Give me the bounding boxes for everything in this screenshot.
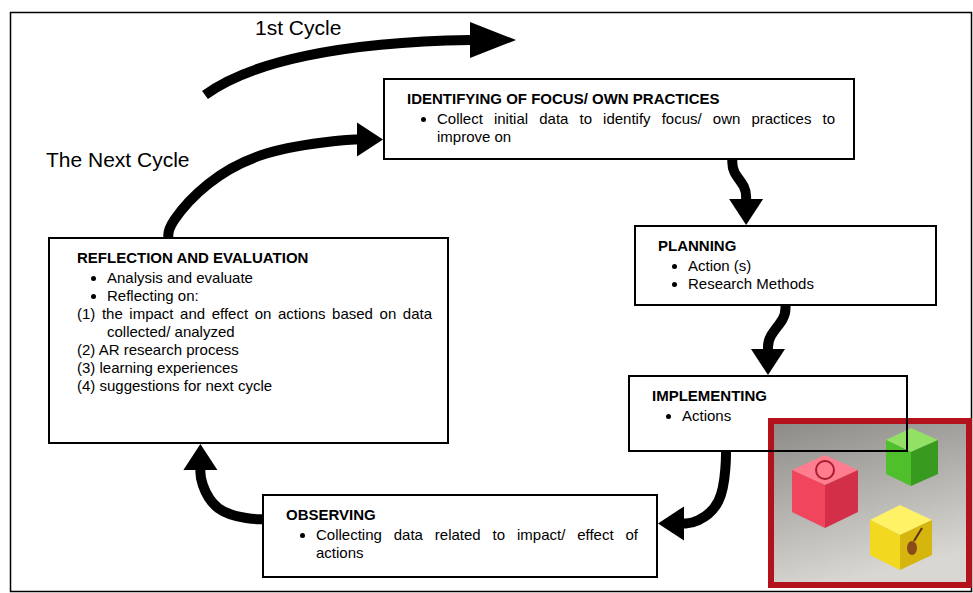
- photo-frame: [771, 421, 969, 585]
- box-heading: OBSERVING: [286, 506, 638, 524]
- smiley-symbol: [816, 461, 834, 479]
- process-box: REFLECTION AND EVALUATION Analysis and ev…: [48, 237, 449, 444]
- yellow-cube: [870, 505, 932, 570]
- box-heading: IDENTIFYING OF FOCUS/ OWN PRACTICES: [407, 90, 835, 108]
- cube-face: [792, 470, 825, 528]
- outer-frame: [11, 13, 972, 592]
- process-box: PLANNING Action (s)Research Methods: [634, 225, 937, 306]
- arrow-head: [729, 199, 763, 225]
- arrow-head: [470, 22, 516, 58]
- numbered-item: (2) AR research process: [77, 341, 432, 359]
- cycle-label: The Next Cycle: [46, 148, 190, 172]
- pink-cube: [792, 455, 858, 528]
- guitar-symbol: [907, 541, 917, 555]
- bullet-item: Collect initial data to identify focus/ …: [437, 110, 835, 146]
- dice-photo: [771, 421, 969, 585]
- cycle-arrow: [658, 452, 726, 540]
- cycle-arrow: [729, 160, 763, 225]
- bullet-item: Collecting data related to impact/ effec…: [316, 526, 638, 562]
- numbered-item: (3) learning experiences: [77, 359, 432, 377]
- green-cube: [886, 428, 938, 486]
- arrow-head: [658, 506, 684, 540]
- cube-face: [911, 440, 938, 486]
- bullet-item: Research Methods: [688, 275, 917, 293]
- box-heading: IMPLEMENTING: [652, 387, 888, 405]
- arrow-line: [168, 140, 357, 238]
- arrow-head: [357, 123, 383, 157]
- bullet-item: Analysis and evaluate: [107, 269, 432, 287]
- process-box: IMPLEMENTING Actions: [628, 375, 908, 452]
- arrow-line: [732, 160, 746, 199]
- cycle-arrow: [183, 444, 262, 519]
- cycle-label: 1st Cycle: [255, 16, 341, 40]
- bullet-item: Actions: [682, 407, 888, 425]
- photo-ground: [771, 421, 969, 585]
- bullet-item: Reflecting on:: [107, 287, 432, 305]
- guitar-symbol: [914, 528, 922, 541]
- bullet-item: Action (s): [688, 257, 917, 275]
- process-box: IDENTIFYING OF FOCUS/ OWN PRACTICES Colle…: [383, 78, 855, 160]
- arrow-line: [684, 452, 726, 523]
- arrow-line: [768, 306, 786, 349]
- arrow-head: [751, 349, 785, 375]
- cube-face: [870, 520, 900, 570]
- numbered-item: (4) suggestions for next cycle: [77, 377, 432, 395]
- cube-face: [900, 520, 932, 570]
- process-box: OBSERVING Collecting data related to impa…: [262, 494, 658, 578]
- cycle-arrow: [751, 306, 786, 375]
- box-heading: REFLECTION AND EVALUATION: [77, 249, 432, 267]
- arrow-head: [183, 444, 217, 470]
- arrow-line: [200, 470, 262, 519]
- box-heading: PLANNING: [658, 237, 917, 255]
- numbered-item: (1) the impact and effect on actions bas…: [77, 305, 432, 341]
- cycle-arrow: [168, 123, 383, 238]
- cube-face: [825, 470, 858, 528]
